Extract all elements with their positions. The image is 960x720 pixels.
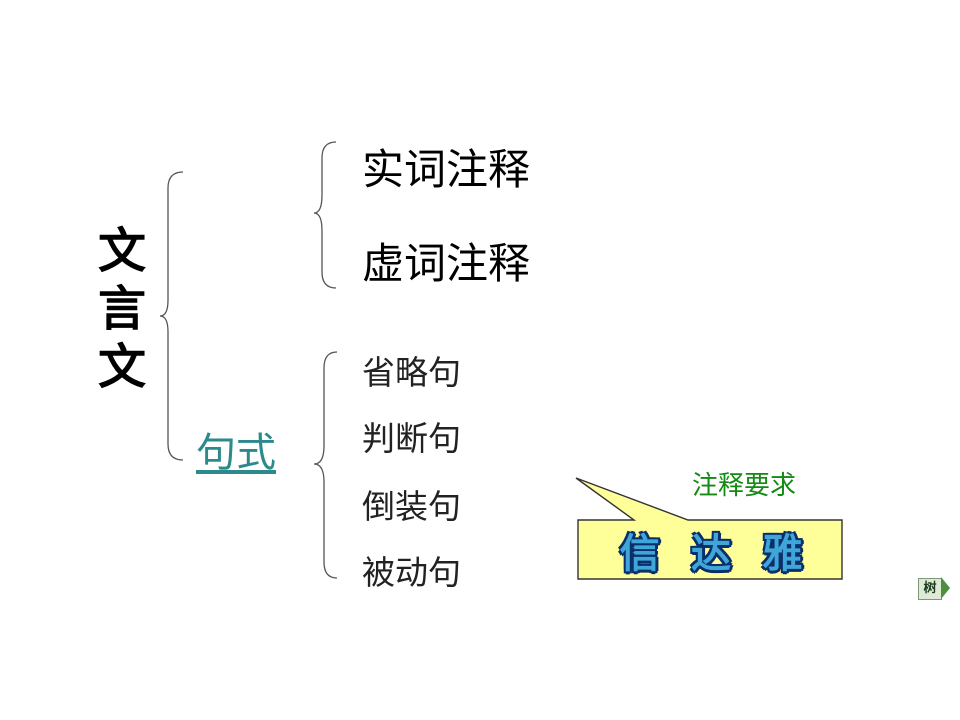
root-char-3: 文 bbox=[97, 339, 146, 395]
syntax-item-inversion: 倒装句 bbox=[362, 487, 461, 526]
callout-text: 信 达 雅 bbox=[580, 522, 842, 578]
root-char-1: 文 bbox=[97, 223, 146, 279]
syntax-item-judgment: 判断句 bbox=[362, 419, 461, 458]
play-arrow-icon bbox=[941, 577, 950, 599]
callout-title: 注释要求 bbox=[692, 471, 797, 501]
callout-char-xin: 信 bbox=[619, 531, 660, 577]
root-char-2: 言 bbox=[97, 281, 146, 337]
nav-label: 树 bbox=[918, 578, 942, 600]
syntax-item-passive: 被动句 bbox=[362, 553, 461, 592]
function-word-note: 虚词注释 bbox=[362, 239, 531, 288]
root-bracket bbox=[159, 171, 184, 461]
callout-char-da: 达 bbox=[690, 531, 731, 577]
root-title: 文 言 文 bbox=[92, 222, 152, 396]
callout-char-ya: 雅 bbox=[762, 531, 803, 577]
words-bracket bbox=[313, 141, 337, 289]
content-word-note: 实词注释 bbox=[362, 145, 531, 194]
syntax-item-ellipsis: 省略句 bbox=[362, 353, 461, 392]
syntax-bracket bbox=[313, 351, 338, 579]
syntax-link[interactable]: 句式 bbox=[196, 430, 276, 476]
tree-nav-button[interactable]: 树 bbox=[916, 576, 950, 600]
